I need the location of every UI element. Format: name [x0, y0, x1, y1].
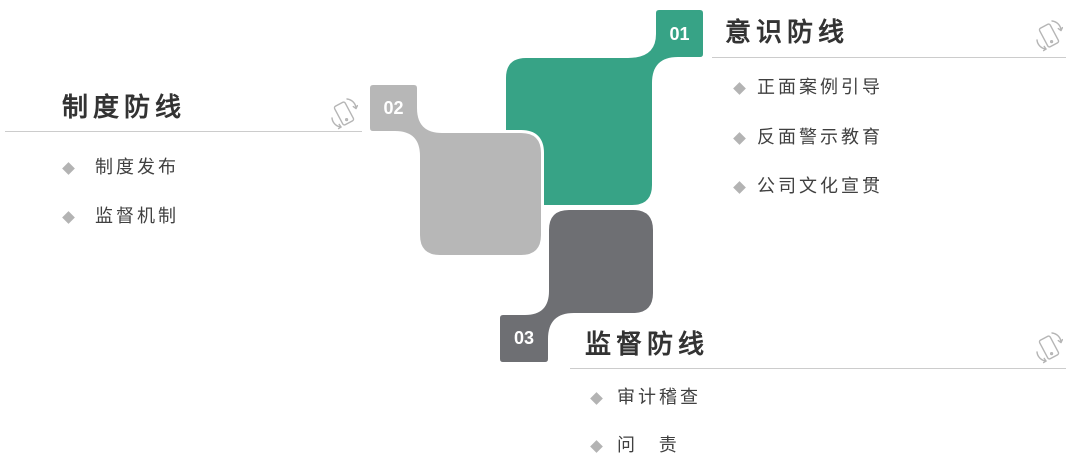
list-item: 制度发布: [95, 157, 179, 178]
section-01-title: 意识防线: [725, 18, 850, 48]
list-item: 反面警示教育: [757, 127, 883, 148]
list-item: 正面案例引导: [757, 77, 883, 98]
badge-03-number: 03: [514, 328, 534, 348]
rotate-phone-icon: [330, 96, 358, 130]
list-item: 公司文化宣贯: [757, 176, 883, 197]
section-03-divider: [570, 368, 1066, 369]
block-03-shape: [497, 207, 656, 365]
badge-01-number: 01: [669, 24, 689, 44]
list-item: 监督机制: [95, 206, 179, 227]
badge-02-number: 02: [383, 98, 403, 118]
rotate-phone-icon: [1035, 18, 1063, 52]
section-02-title: 制度防线: [62, 93, 187, 123]
section-02-divider: [5, 131, 362, 132]
section-01-divider: [712, 57, 1066, 58]
list-item: 问 责: [617, 435, 680, 456]
list-item: 审计稽查: [617, 387, 701, 408]
block-02-shape: [367, 82, 544, 258]
rotate-phone-icon: [1035, 330, 1063, 364]
section-03-title: 监督防线: [585, 330, 710, 360]
